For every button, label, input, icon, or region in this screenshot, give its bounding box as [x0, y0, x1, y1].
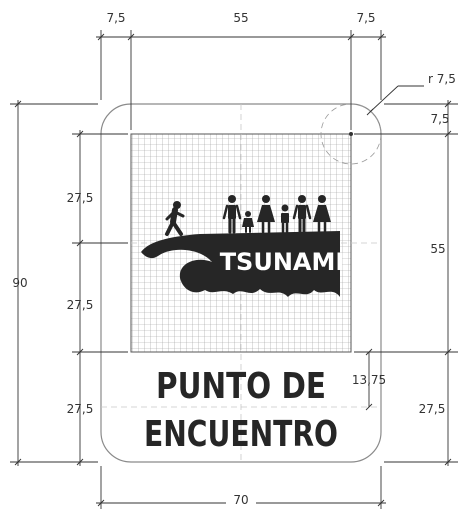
dim-top-right-margin: 7,5 — [356, 11, 375, 25]
caption-line-2: ENCUENTRO — [144, 414, 338, 455]
dim-left-lower: 27,5 — [67, 402, 94, 416]
wave-shape — [141, 231, 340, 297]
dim-left-upper: 27,5 — [67, 191, 94, 205]
corner-center-dot — [349, 132, 353, 136]
dim-right-pictogram-height: 55 — [430, 242, 445, 256]
bottom-label-bg — [226, 491, 256, 507]
dim-bottom-width: 70 — [233, 493, 248, 507]
dim-right-bottom: 27,5 — [419, 402, 446, 416]
caption-line-1: PUNTO DE — [156, 366, 326, 407]
dim-inner-text-height: 13,75 — [352, 373, 386, 387]
dim-corner-radius: r 7,5 — [428, 72, 456, 86]
walking-person-icon — [165, 201, 185, 236]
dim-left-total: 90 — [12, 276, 27, 290]
banner-label: TSUNAMI — [220, 248, 345, 276]
family-group-icon — [222, 195, 331, 234]
dim-top-left-margin: 7,5 — [106, 11, 125, 25]
dim-top-width: 55 — [233, 11, 248, 25]
dim-left-middle: 27,5 — [67, 298, 94, 312]
dim-right-top-margin: 7,5 — [430, 112, 449, 126]
